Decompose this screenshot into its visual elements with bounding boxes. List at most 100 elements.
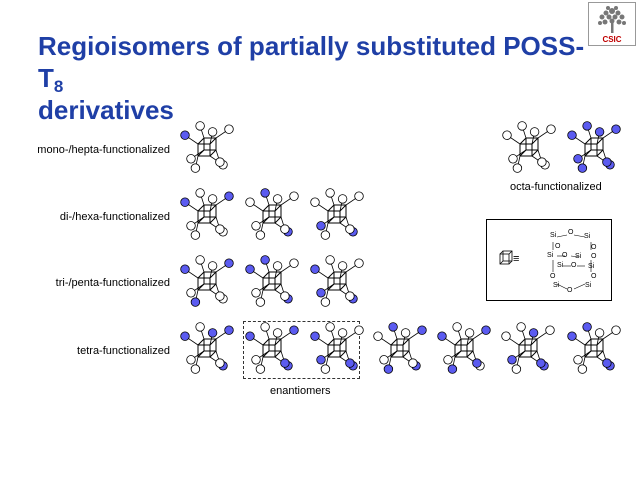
unsubstituted-vertex [464,328,475,338]
unsubstituted-vertex [190,364,201,374]
substituted-vertex [224,191,234,201]
unsubstituted-vertex [190,163,201,173]
unsubstituted-vertex [320,230,331,240]
poss-molecule [567,322,621,374]
unsubstituted-vertex [354,325,364,335]
unsubstituted-vertex [280,291,290,301]
csic-logo: CSIC [588,2,636,46]
poss-molecule [567,121,621,173]
poss-legend-box: ≡ Si O Si O O Si O Si O Si O Si O O Si O… [486,219,612,301]
substituted-vertex [472,358,482,368]
unsubstituted-vertex [251,355,261,365]
si-label: Si [584,233,591,240]
poss-molecule [245,255,299,307]
unsubstituted-vertex [511,364,522,374]
unsubstituted-vertex [195,121,205,131]
substituted-vertex [190,297,201,307]
substituted-vertex [180,197,190,207]
unsubstituted-vertex [251,221,261,231]
unsubstituted-vertex [573,355,583,365]
substituted-vertex [180,130,190,140]
substituted-vertex [582,121,592,131]
title-line2: derivatives [38,95,174,125]
substituted-vertex [447,364,458,374]
substituted-vertex [245,264,255,274]
unsubstituted-vertex [245,197,255,207]
unsubstituted-vertex [325,255,335,265]
title-subscript: 8 [53,77,64,96]
row-label-mono: mono-/hepta-functionalized [37,144,170,156]
poss-molecule [245,322,299,374]
substituted-vertex [207,328,218,338]
unsubstituted-vertex [186,154,196,164]
logo-text: CSIC [602,35,622,44]
unsubstituted-vertex [594,328,605,338]
unsubstituted-vertex [272,194,283,204]
poss-molecule [310,322,364,374]
substituted-vertex [316,221,326,231]
unsubstituted-vertex [260,322,270,332]
substituted-vertex [180,264,190,274]
unsubstituted-vertex [255,364,266,374]
unsubstituted-vertex [255,230,266,240]
substituted-vertex [536,358,546,368]
equivalence-sign: ≡ [513,253,520,265]
unsubstituted-vertex [512,163,523,173]
substituted-vertex [316,355,326,365]
unsubstituted-vertex [516,322,526,332]
substituted-vertex [260,255,270,265]
substituted-vertex [567,130,577,140]
substituted-vertex [577,163,588,173]
o-label: O [562,252,568,259]
substituted-vertex [316,288,326,298]
unsubstituted-vertex [537,157,547,167]
substituted-vertex [594,127,605,137]
unsubstituted-vertex [195,255,205,265]
unsubstituted-vertex [207,261,218,271]
o-label: O [571,262,577,269]
unsubstituted-vertex [272,261,283,271]
unsubstituted-vertex [529,127,540,137]
poss-molecule [310,255,364,307]
unsubstituted-vertex [577,364,588,374]
si-label: Si [575,253,582,260]
poss-structure-diagram [499,234,592,290]
unsubstituted-vertex [517,121,527,131]
unsubstituted-vertex [310,197,320,207]
row-label-tri: tri-/penta-functionalized [55,277,170,289]
poss-molecule [501,322,555,374]
substituted-vertex [245,331,255,341]
unsubstituted-vertex [320,297,331,307]
unsubstituted-vertex [354,191,364,201]
unsubstituted-vertex [320,364,331,374]
substituted-vertex [310,331,320,341]
title-line1: Regioisomers of partially substituted PO… [38,31,585,93]
o-label: O [550,273,556,280]
o-label: O [591,273,597,280]
substituted-vertex [260,188,270,198]
poss-molecule [180,121,234,173]
si-label: Si [550,232,557,239]
row-label-tetra: tetra-functionalized [77,345,170,357]
substituted-vertex [289,325,299,335]
unsubstituted-vertex [215,157,225,167]
si-label: Si [553,282,560,289]
unsubstituted-vertex [289,258,299,268]
substituted-vertex [437,331,447,341]
substituted-vertex [481,325,491,335]
caption-octa: octa-functionalized [510,181,602,193]
unsubstituted-vertex [289,191,299,201]
substituted-vertex [345,358,355,368]
unsubstituted-vertex [215,358,225,368]
unsubstituted-vertex [345,224,355,234]
substituted-vertex [383,364,394,374]
si-label: Si [557,262,564,269]
unsubstituted-vertex [215,291,225,301]
substituted-vertex [180,331,190,341]
unsubstituted-vertex [186,288,196,298]
o-label: O [591,253,597,260]
substituted-vertex [417,325,427,335]
o-label: O [555,243,561,250]
o-label: O [591,244,597,251]
